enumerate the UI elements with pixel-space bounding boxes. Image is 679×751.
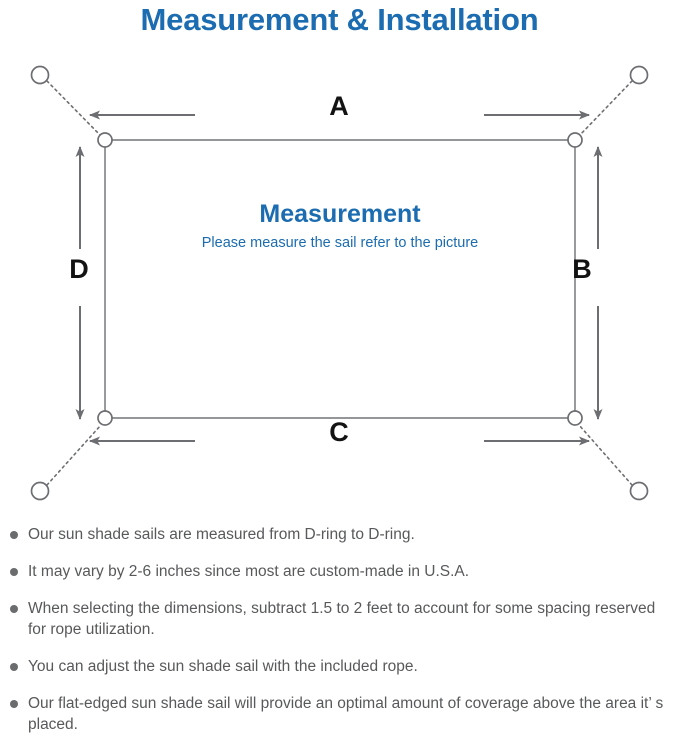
list-item-text: When selecting the dimensions, subtract …: [28, 600, 656, 638]
rope-dotted-line-bottom-right: [578, 424, 633, 486]
diagram-svg: [30, 65, 649, 501]
list-item: You can adjust the sun shade sail with t…: [0, 656, 679, 677]
anchor-point-icon-top-right: [629, 65, 649, 85]
anchor-point-icon-bottom-left: [30, 481, 50, 501]
anchor-point-icon-top-left: [30, 65, 50, 85]
d-ring-icon-bottom-left: [97, 410, 113, 426]
d-ring-icon-top-left: [97, 132, 113, 148]
rope-dotted-line-top-right: [578, 80, 633, 137]
sail-body: [104, 139, 576, 419]
d-rings: [97, 132, 583, 426]
dimension-label-a: A: [329, 91, 349, 121]
dimension-label-c: C: [329, 417, 349, 447]
list-item-text: You can adjust the sun shade sail with t…: [28, 658, 418, 675]
dimension-label-d: D: [69, 254, 89, 284]
bullet-dot-icon: [10, 531, 18, 539]
rope-dotted-line-bottom-left: [46, 424, 102, 486]
bullet-dot-icon: [10, 605, 18, 613]
list-item-text: It may vary by 2-6 inches since most are…: [28, 563, 470, 580]
list-item-text: Our flat-edged sun shade sail will provi…: [28, 695, 664, 733]
bullet-dot-icon: [10, 663, 18, 671]
list-item: It may vary by 2-6 inches since most are…: [0, 561, 679, 582]
rope-lines: [46, 80, 633, 486]
page-title: Measurement & Installation: [140, 2, 539, 37]
list-item: When selecting the dimensions, subtract …: [0, 598, 679, 640]
anchor-point-icon-bottom-right: [629, 481, 649, 501]
bullet-dot-icon: [10, 568, 18, 576]
bullet-dot-icon: [10, 700, 18, 708]
dimension-label-b: B: [572, 254, 592, 284]
measurement-diagram: A B C D Measurement Please measure the s…: [0, 44, 679, 524]
anchor-points: [30, 65, 649, 501]
list-item: Our sun shade sails are measured from D-…: [0, 524, 679, 545]
list-item: Our flat-edged sun shade sail will provi…: [0, 693, 679, 735]
d-ring-icon-bottom-right: [567, 410, 583, 426]
d-ring-icon-top-right: [567, 132, 583, 148]
notes-list: Our sun shade sails are measured from D-…: [0, 524, 679, 751]
list-item-text: Our sun shade sails are measured from D-…: [28, 526, 415, 543]
rope-dotted-line-top-left: [46, 80, 102, 137]
